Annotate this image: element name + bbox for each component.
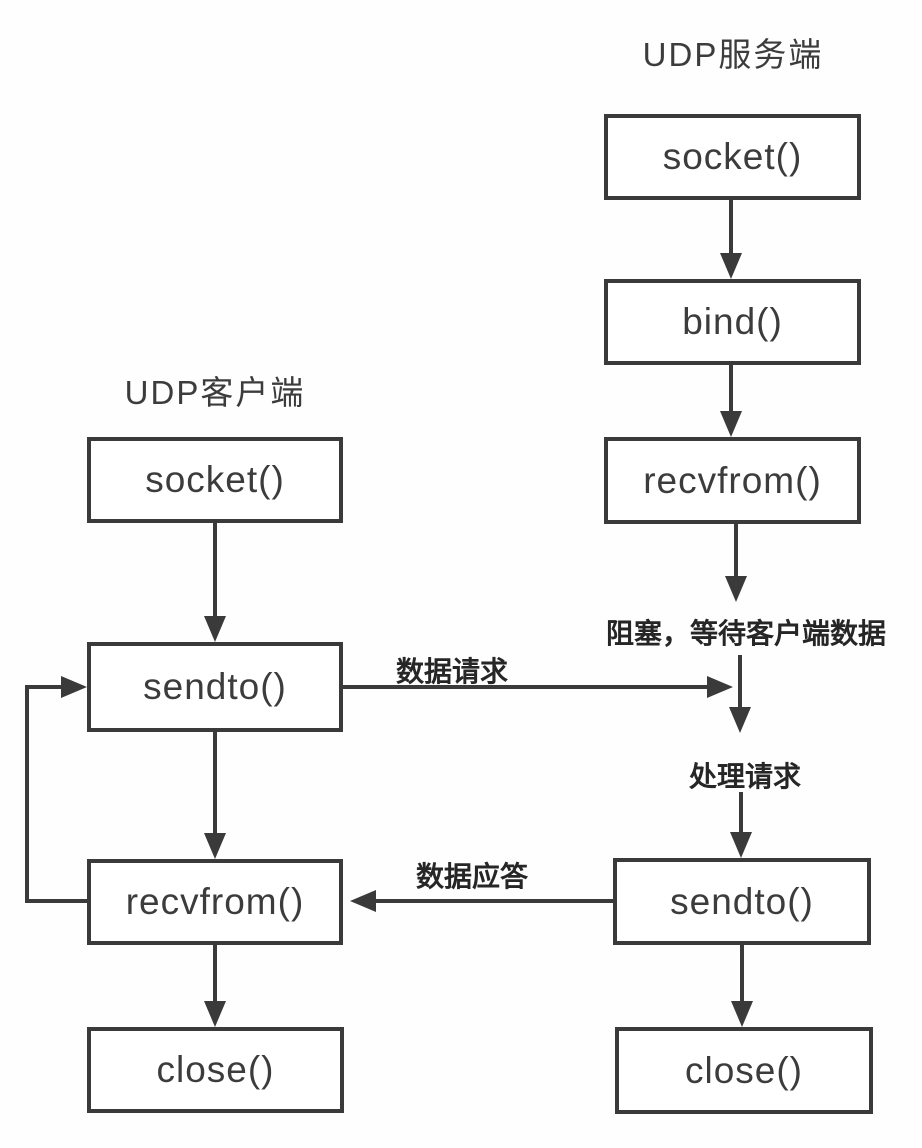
arrowhead-right-icon	[61, 676, 87, 698]
arrow-line	[738, 655, 742, 707]
server-close-label: close()	[684, 1049, 804, 1091]
loop-left-line	[25, 685, 29, 903]
arrow-line	[740, 945, 744, 1001]
arrow-line	[376, 899, 613, 903]
arrowhead-down-icon	[720, 411, 742, 437]
arrowhead-down-icon	[204, 1001, 226, 1027]
client-sendto-node: sendto()	[87, 642, 343, 732]
arrow-line	[729, 200, 733, 253]
arrow-line	[739, 792, 743, 832]
loop-bottom-line	[25, 899, 87, 903]
server-recvfrom-node: recvfrom()	[604, 437, 861, 524]
server-recvfrom-label: recvfrom()	[643, 459, 822, 501]
arrow-line	[734, 524, 738, 576]
server-bind-label: bind()	[682, 301, 783, 342]
arrow-line	[343, 685, 707, 689]
client-recvfrom-node: recvfrom()	[87, 859, 343, 945]
server-close-node: close()	[615, 1027, 873, 1114]
arrowhead-down-icon	[729, 707, 751, 733]
arrowhead-down-icon	[731, 1001, 753, 1027]
arrowhead-left-icon	[350, 890, 376, 912]
server-sendto-label: sendto()	[670, 880, 814, 922]
data-reply-annotation: 数据应答	[415, 861, 528, 892]
server-socket-label: socket()	[662, 136, 803, 177]
arrowhead-down-icon	[720, 253, 742, 279]
arrow-line	[729, 365, 733, 411]
arrow-line	[213, 945, 217, 1001]
client-socket-label: socket()	[145, 459, 285, 500]
data-request-annotation: 数据请求	[395, 656, 508, 687]
arrow-line	[213, 732, 217, 833]
server-socket-node: socket()	[604, 114, 861, 200]
server-sendto-node: sendto()	[613, 858, 871, 945]
client-close-node: close()	[87, 1027, 344, 1113]
blocking-annotation: 阻塞，等待客户端数据	[605, 618, 886, 649]
arrowhead-down-icon	[204, 833, 226, 859]
arrowhead-down-icon	[204, 616, 226, 642]
arrowhead-down-icon	[730, 832, 752, 858]
client-sendto-label: sendto()	[143, 666, 287, 707]
arrowhead-right-icon	[707, 676, 733, 698]
loop-top-line	[25, 685, 61, 689]
client-column-title: UDP客户端	[124, 374, 306, 411]
client-recvfrom-label: recvfrom()	[125, 881, 305, 922]
client-socket-node: socket()	[87, 437, 343, 523]
server-bind-node: bind()	[604, 279, 861, 365]
arrow-line	[213, 523, 217, 616]
server-column-title: UDP服务端	[642, 36, 824, 73]
process-request-annotation: 处理请求	[688, 761, 801, 792]
arrowhead-down-icon	[725, 576, 747, 602]
client-close-label: close()	[156, 1049, 275, 1090]
